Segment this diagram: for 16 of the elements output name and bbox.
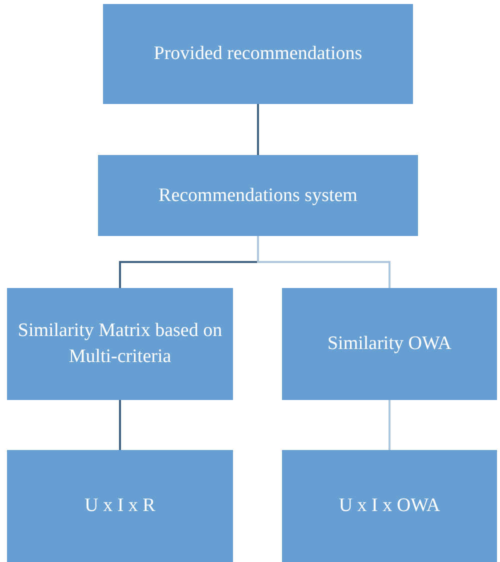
box-label: Recommendations system xyxy=(158,184,358,208)
box-label: Similarity OWA xyxy=(327,332,452,356)
connector-line xyxy=(257,104,259,155)
box-label: Similarity Matrix based on Multi-criteria xyxy=(16,319,224,369)
connector-line xyxy=(119,400,121,450)
process-box xyxy=(98,155,418,236)
connector-line xyxy=(388,400,390,450)
process-box xyxy=(103,4,413,104)
box-label: U x I x OWA xyxy=(338,494,440,518)
box-label: Provided recommendations xyxy=(154,42,362,66)
process-box xyxy=(282,288,497,400)
process-box xyxy=(7,450,233,562)
process-box xyxy=(7,288,233,400)
process-box xyxy=(282,450,497,562)
connector-line xyxy=(257,236,390,288)
box-label: U x I x R xyxy=(84,494,156,518)
